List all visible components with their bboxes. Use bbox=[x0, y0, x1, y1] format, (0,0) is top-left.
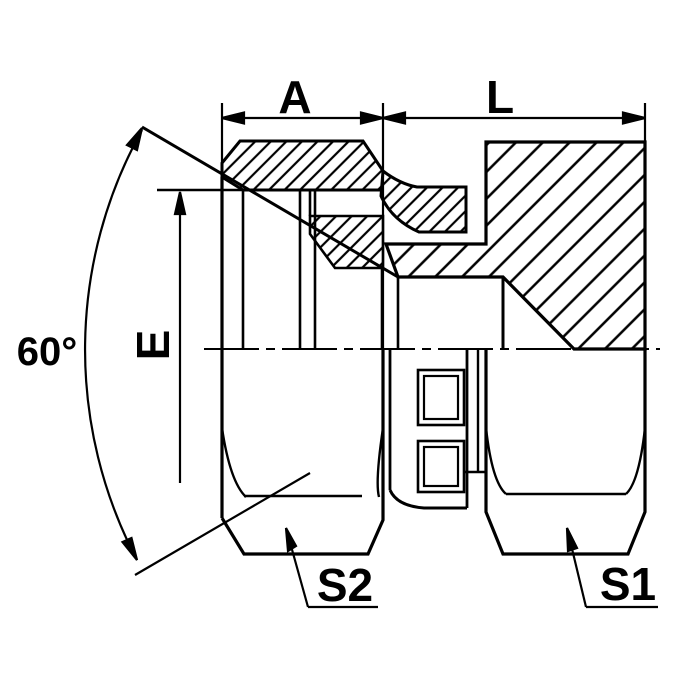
angle-arc bbox=[83, 129, 143, 561]
hex-s1-outline bbox=[484, 349, 647, 556]
hex-s2-outline bbox=[220, 349, 385, 556]
collar-bottom-curve bbox=[388, 489, 467, 510]
angle-leg-lower bbox=[134, 472, 311, 576]
arrowhead bbox=[565, 527, 579, 553]
retainer-window-inner bbox=[422, 374, 460, 421]
arrowhead bbox=[382, 111, 407, 125]
hex-s1-corner-arc bbox=[484, 427, 507, 495]
arrowhead bbox=[359, 111, 384, 125]
nut-collar-curl-section bbox=[379, 168, 468, 234]
body-section bbox=[383, 140, 647, 351]
dimensions bbox=[83, 103, 658, 609]
external-view bbox=[220, 349, 647, 556]
hex-s2-corner-arc bbox=[376, 427, 385, 498]
retainer-window-inner bbox=[422, 445, 460, 488]
arrowhead bbox=[120, 536, 139, 561]
arrowhead bbox=[173, 191, 187, 216]
label-dim-e: E bbox=[127, 330, 179, 361]
arrowhead bbox=[621, 111, 646, 125]
label-dim-a: A bbox=[278, 71, 311, 123]
hex-s2-corner-arc bbox=[220, 427, 247, 498]
labels: A L 60° E S2 S1 bbox=[17, 71, 656, 611]
label-hex-s2: S2 bbox=[317, 559, 373, 611]
cone-surface-line bbox=[141, 125, 399, 279]
label-cone-angle: 60° bbox=[17, 330, 78, 374]
label-dim-l: L bbox=[486, 71, 514, 123]
hex-s1-corner-arc bbox=[625, 427, 647, 495]
arrowhead bbox=[221, 111, 246, 125]
arrowhead bbox=[284, 527, 298, 553]
nut-flange-section bbox=[308, 214, 385, 270]
nut-cap-section bbox=[220, 139, 385, 192]
label-hex-s1: S1 bbox=[600, 558, 656, 610]
arrowhead bbox=[125, 127, 144, 152]
